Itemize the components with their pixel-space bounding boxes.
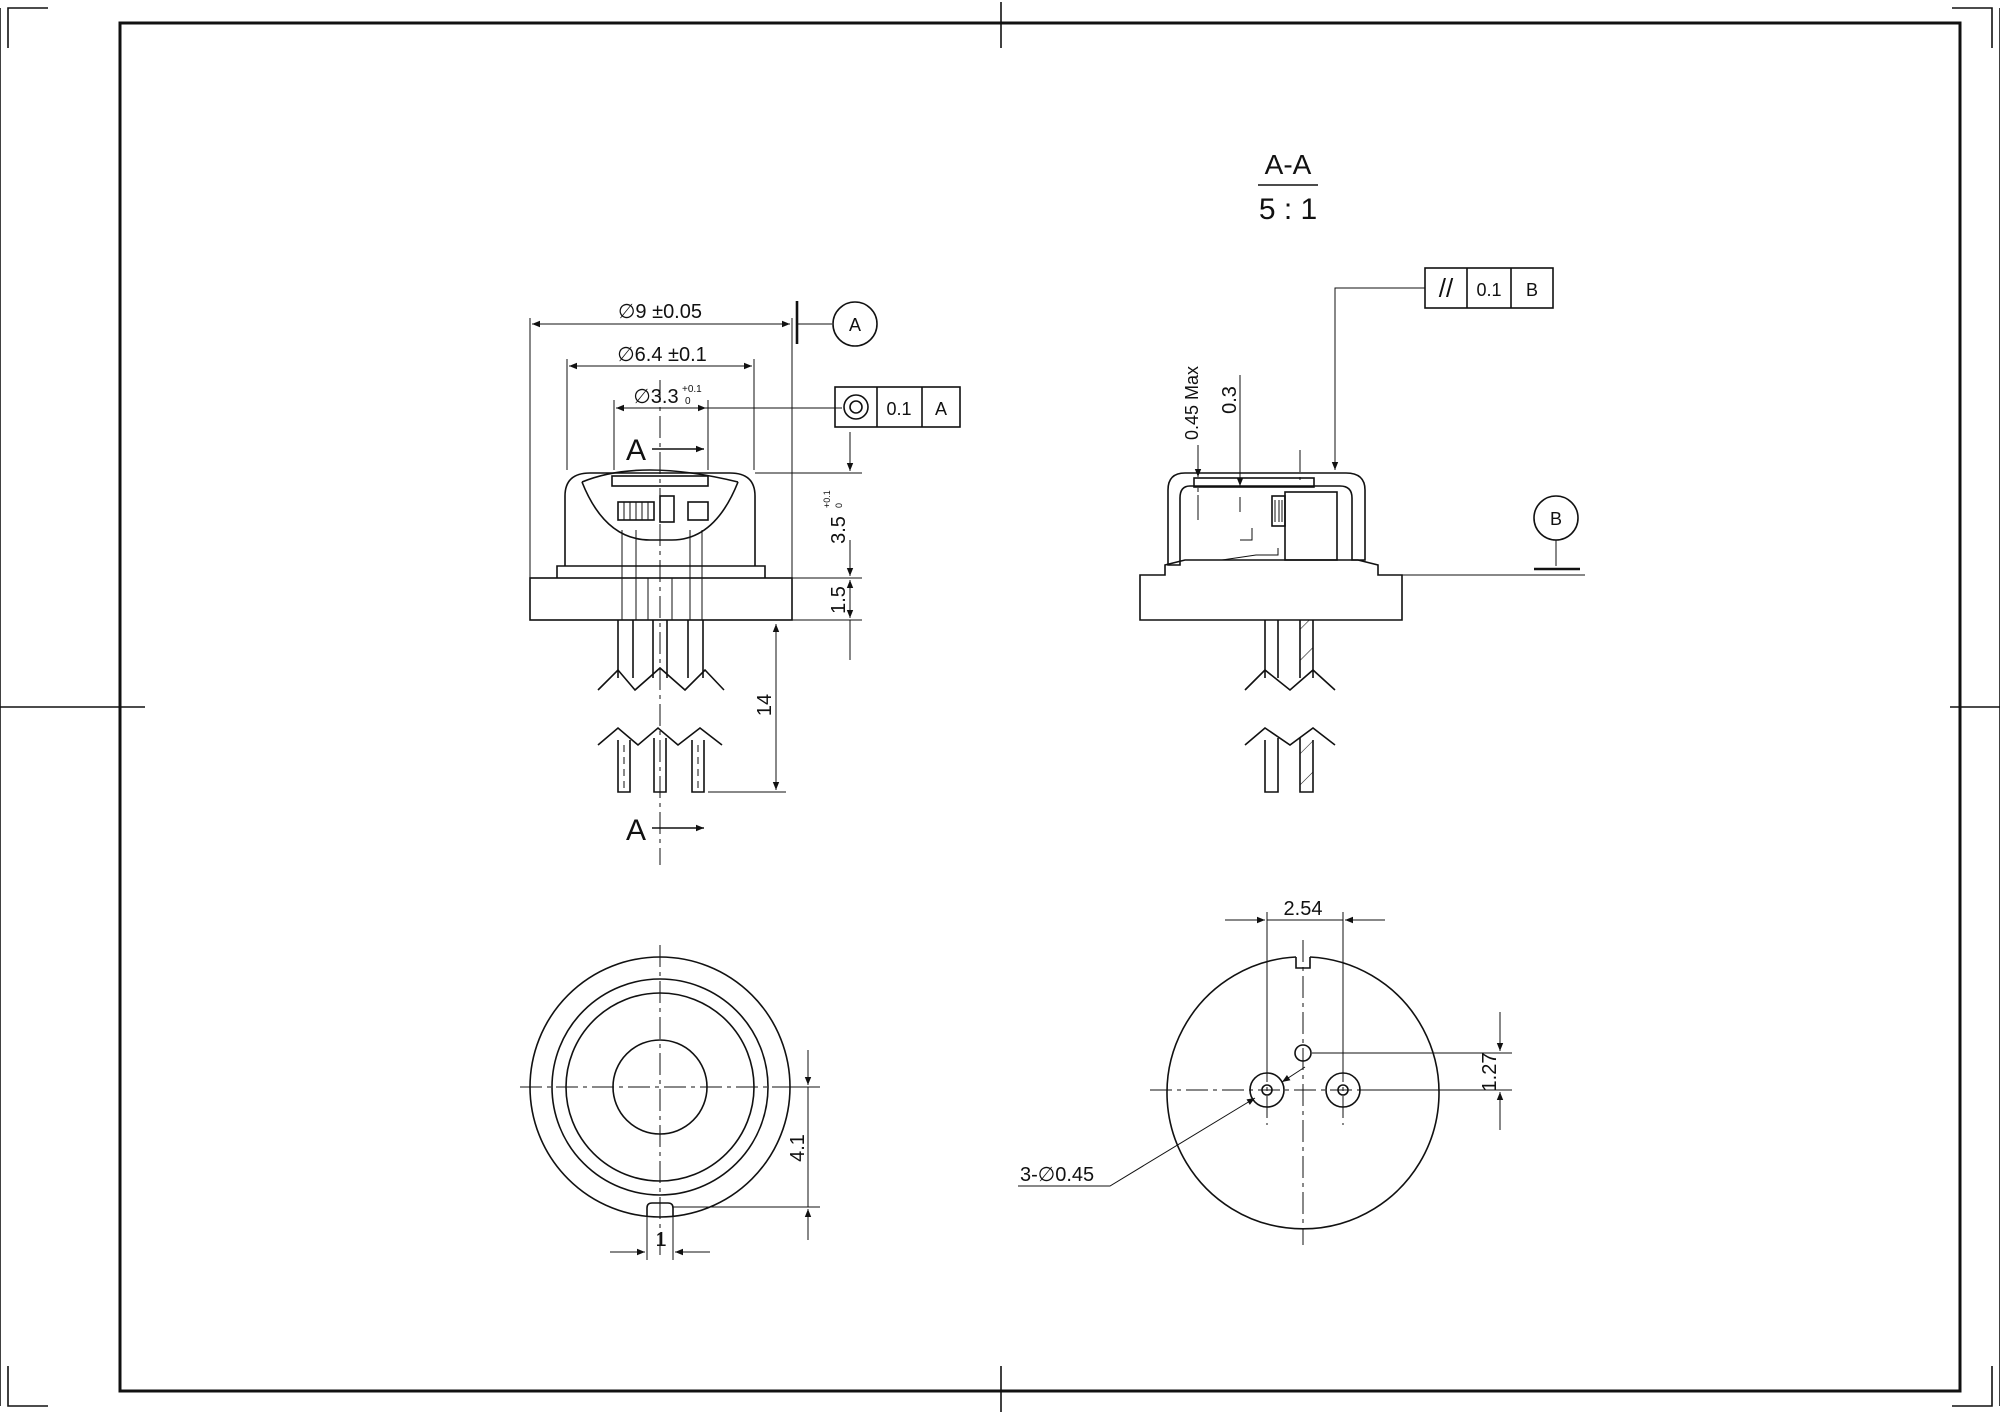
svg-text:1.5: 1.5 bbox=[828, 586, 850, 614]
dimension-flange-diameter: ∅6.4 ±0.1 bbox=[566, 344, 755, 470]
svg-text:4.1: 4.1 bbox=[787, 1134, 809, 1162]
svg-text:0: 0 bbox=[834, 503, 844, 508]
dimension-pin-diameter: 3-∅0.45 bbox=[1018, 1066, 1306, 1187]
svg-text:∅9 ±0.05: ∅9 ±0.05 bbox=[618, 301, 702, 323]
svg-text:A: A bbox=[626, 434, 646, 467]
svg-text:∅6.4 ±0.1: ∅6.4 ±0.1 bbox=[617, 344, 707, 366]
svg-text:1.27: 1.27 bbox=[1479, 1053, 1501, 1092]
svg-text:A: A bbox=[626, 814, 646, 847]
svg-text:0.1: 0.1 bbox=[1476, 280, 1501, 300]
dimension-base-thickness: 1.5 bbox=[792, 580, 862, 660]
parallelism-frame: // 0.1 B bbox=[1331, 267, 1554, 470]
svg-text:∅3.3: ∅3.3 bbox=[633, 386, 678, 408]
dimension-notch-depth: 4.1 bbox=[673, 1050, 820, 1240]
dimension-window-diameter: ∅3.3 +0.1 0 bbox=[613, 384, 842, 470]
svg-text:+0.1: +0.1 bbox=[822, 490, 832, 508]
svg-text:B: B bbox=[1526, 280, 1538, 300]
section-title: A-A bbox=[1265, 149, 1312, 180]
datum-a-feature: A bbox=[795, 301, 878, 347]
dimension-window-thickness: 0.45 Max bbox=[1182, 366, 1202, 520]
svg-text:0.1: 0.1 bbox=[886, 399, 911, 419]
svg-text://: // bbox=[1439, 273, 1454, 303]
section-scale: 5 : 1 bbox=[1259, 193, 1317, 226]
svg-text:3-∅0.45: 3-∅0.45 bbox=[1020, 1164, 1094, 1186]
svg-text:0.3: 0.3 bbox=[1219, 386, 1241, 414]
section-mark-top: A bbox=[626, 434, 704, 467]
concentricity-frame: 0.1 A bbox=[834, 386, 961, 428]
section-view bbox=[1139, 450, 1403, 793]
datum-b-feature: B bbox=[1402, 495, 1585, 576]
section-mark-bottom: A bbox=[626, 814, 704, 847]
dimension-outer-diameter: ∅9 ±0.05 bbox=[529, 301, 793, 578]
bottom-view bbox=[1150, 940, 1440, 1245]
section-title-block: A-A 5 : 1 bbox=[1258, 149, 1318, 226]
svg-text:14: 14 bbox=[754, 694, 776, 716]
svg-text:0: 0 bbox=[685, 396, 691, 407]
dimension-lead-length: 14 bbox=[708, 624, 786, 793]
svg-text:3.5: 3.5 bbox=[828, 516, 850, 544]
svg-text:1: 1 bbox=[655, 1229, 666, 1251]
dimension-pin-offset: 1.27 bbox=[1312, 1012, 1512, 1130]
datum-b-label: B bbox=[1550, 509, 1562, 529]
dimension-pin-spacing: 2.54 bbox=[1225, 898, 1385, 1072]
dimension-window-gap: 0.3 bbox=[1219, 375, 1244, 512]
svg-text:0.45 Max: 0.45 Max bbox=[1182, 366, 1202, 440]
svg-text:A: A bbox=[935, 399, 947, 419]
dimension-notch-width: 1 bbox=[610, 1210, 710, 1260]
svg-text:2.54: 2.54 bbox=[1284, 898, 1323, 920]
dimension-cap-height: 3.5 +0.1 0 bbox=[755, 432, 862, 579]
top-view bbox=[520, 945, 800, 1260]
datum-a-label: A bbox=[849, 315, 861, 335]
svg-text:+0.1: +0.1 bbox=[682, 384, 702, 395]
front-view bbox=[529, 380, 793, 865]
